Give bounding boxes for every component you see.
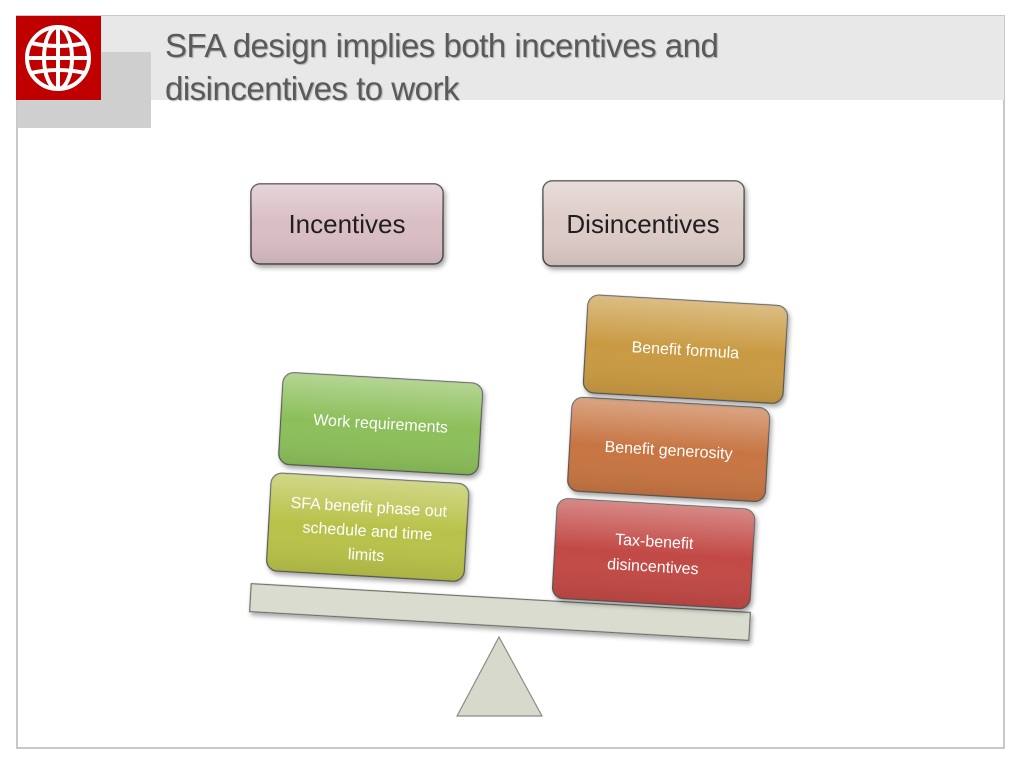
tax-benefit-line-1: Tax-benefit [615, 532, 695, 554]
logo [16, 16, 101, 100]
block-work-requirements: Work requirements [278, 372, 484, 476]
title-line-1: SFA design implies both incentives and [165, 27, 719, 64]
header-band [17, 16, 1004, 100]
disincentives-header-box: Disincentives [542, 180, 745, 267]
block-benefit-generosity: Benefit generosity [567, 396, 771, 503]
title-line-2: disincentives to work [165, 70, 459, 107]
disincentives-label: Disincentives [566, 209, 719, 239]
seesaw-fulcrum [456, 635, 544, 717]
block-sfa-benefit-phase-out: SFA benefit phase out schedule and time … [266, 472, 470, 582]
tax-benefit-line-2: disincentives [607, 556, 699, 578]
slide-title: SFA design implies both incentives and d… [165, 24, 925, 110]
block-benefit-formula: Benefit formula [582, 294, 789, 404]
incentives-header-box: Incentives [250, 183, 444, 265]
sfa-line-3: limits [347, 546, 384, 565]
globe-icon [25, 25, 91, 91]
seesaw-beam-group: SFA benefit phase out schedule and time … [248, 294, 789, 642]
block-tax-benefit-disincentives: Tax-benefit disincentives [551, 498, 756, 610]
benefit-formula-label: Benefit formula [631, 339, 740, 362]
seesaw-beam [248, 582, 752, 642]
incentives-label: Incentives [288, 209, 405, 239]
